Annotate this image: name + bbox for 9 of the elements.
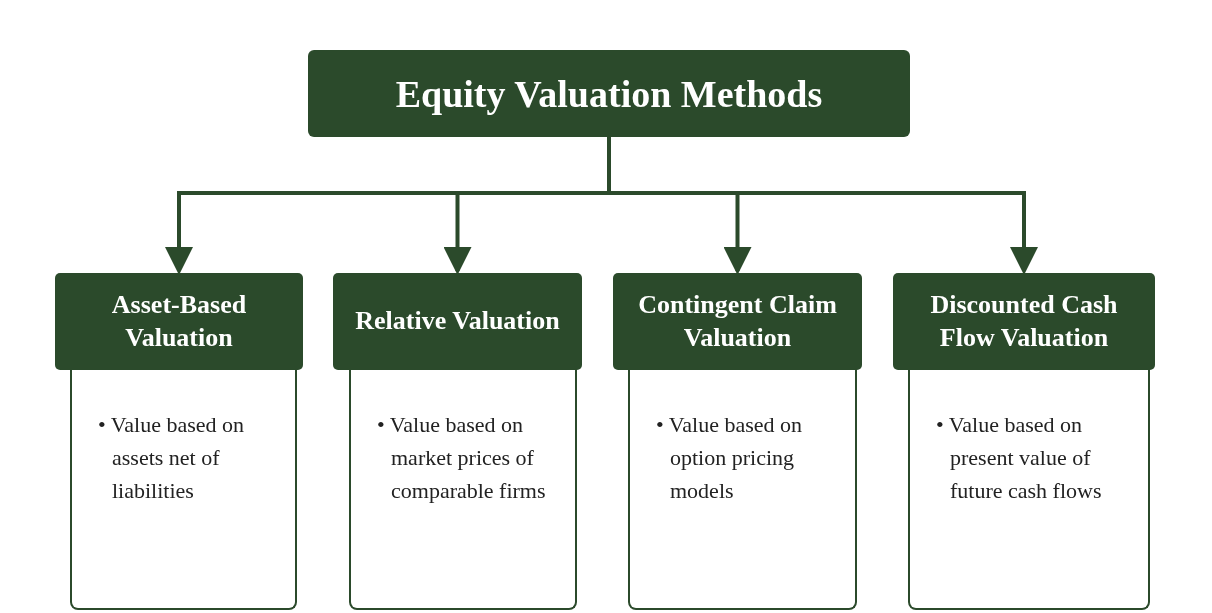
method-header: Relative Valuation [333, 273, 582, 370]
method-header: Contingent Claim Valuation [613, 273, 862, 370]
bullet-text: • Value based on present value of future cash flows [936, 411, 1103, 505]
bullet-text: • Value based on option pricing models [656, 411, 803, 505]
method-header: Asset-Based Valuation [55, 273, 303, 370]
bullet-text: • Value based on assets net of liabilities [98, 411, 245, 505]
bullet-text: • Value based on market prices of comparable firms [377, 411, 547, 505]
title-box: Equity Valuation Methods [308, 50, 910, 137]
method-header: Discounted Cash Flow Valuation [893, 273, 1155, 370]
